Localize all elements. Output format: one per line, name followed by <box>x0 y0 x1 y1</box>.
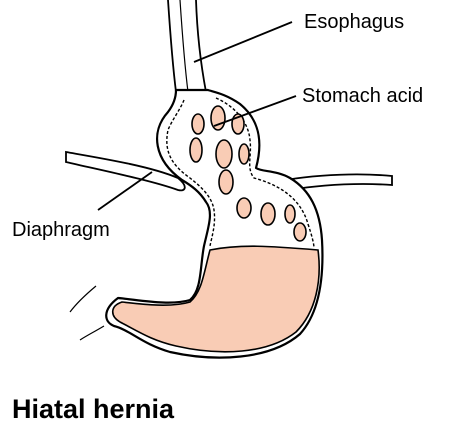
diaphragm-label: Diaphragm <box>12 219 110 241</box>
stomach-acid-label: Stomach acid <box>302 85 423 107</box>
diaphragm-leader-line <box>98 172 152 210</box>
duodenum <box>70 286 104 340</box>
esophagus <box>168 0 208 92</box>
diagram-title: Hiatal hernia <box>12 394 175 424</box>
esophagus-label: Esophagus <box>304 11 404 33</box>
esophagus-leader-line <box>194 22 292 62</box>
